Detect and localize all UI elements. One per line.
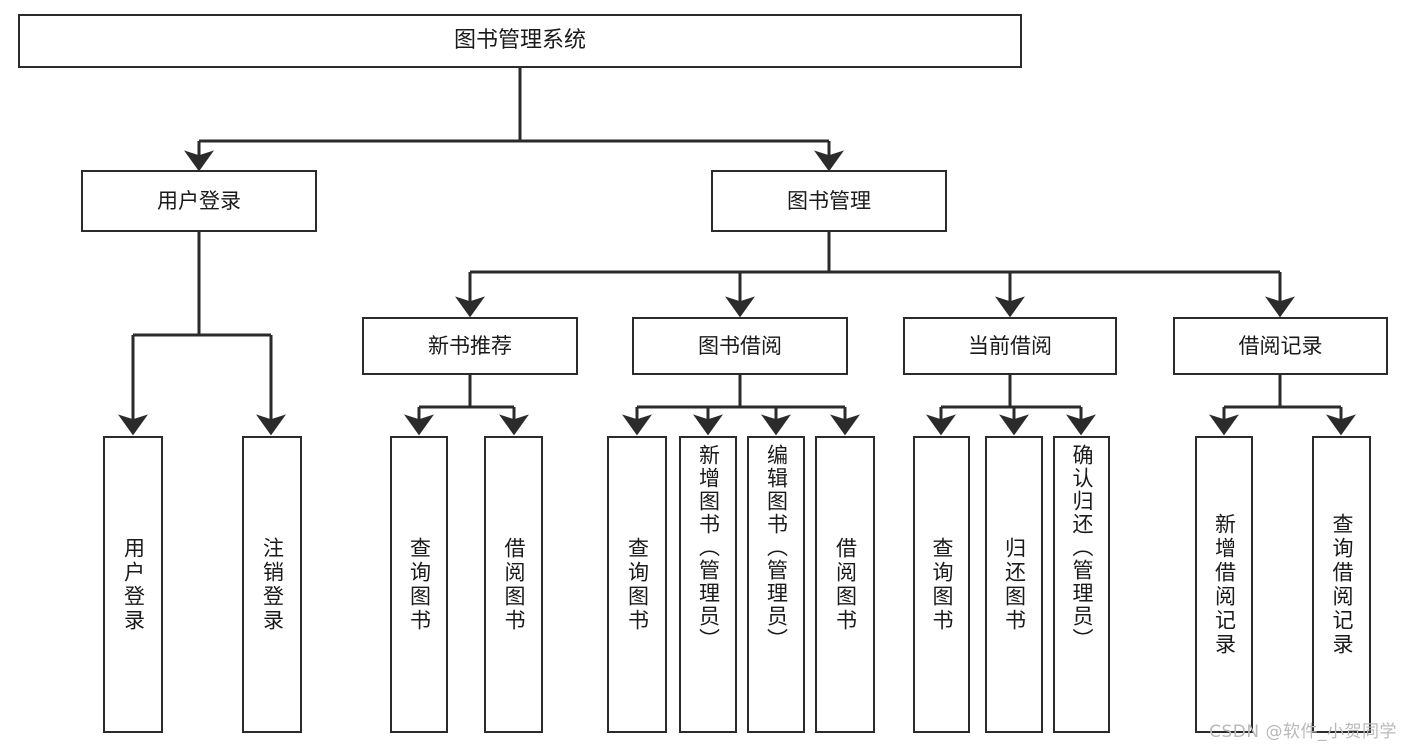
node-label: 图书管理	[787, 188, 871, 213]
node-leaf-query-books-recommend[interactable]: 查询图书	[390, 436, 448, 733]
node-book-management[interactable]: 图书管理	[711, 170, 947, 232]
node-label: 新增图书（管理员）	[696, 444, 721, 651]
node-label: 用户登录	[121, 536, 146, 633]
node-root-system[interactable]: 图书管理系统	[18, 14, 1022, 68]
node-leaf-user-login[interactable]: 用户登录	[103, 436, 163, 733]
node-leaf-return-books[interactable]: 归还图书	[985, 436, 1043, 733]
node-leaf-logout[interactable]: 注销登录	[242, 436, 302, 733]
node-label: 用户登录	[157, 188, 241, 213]
node-leaf-query-books-borrow[interactable]: 查询图书	[607, 436, 667, 733]
node-label: 图书借阅	[698, 333, 782, 358]
node-label: 新增借阅记录	[1212, 512, 1237, 657]
node-label: 查询图书	[625, 536, 650, 633]
node-leaf-add-borrow-record[interactable]: 新增借阅记录	[1195, 436, 1253, 733]
node-current-borrow[interactable]: 当前借阅	[903, 317, 1117, 375]
csdn-watermark: CSDN @软件_小贺同学	[1209, 722, 1397, 742]
node-leaf-borrow-books[interactable]: 借阅图书	[815, 436, 875, 733]
node-label: 借阅图书	[502, 536, 526, 633]
node-leaf-query-books-current[interactable]: 查询图书	[913, 436, 970, 733]
node-label: 查询图书	[407, 536, 432, 633]
node-label: 编辑图书（管理员）	[764, 444, 789, 651]
node-borrow-records[interactable]: 借阅记录	[1173, 317, 1388, 375]
node-label: 借阅图书	[833, 536, 858, 633]
node-label: 查询图书	[930, 536, 954, 633]
node-label: 确认归还（管理员）	[1070, 444, 1094, 651]
node-user-login[interactable]: 用户登录	[81, 170, 317, 232]
node-leaf-confirm-return-admin[interactable]: 确认归还（管理员）	[1053, 436, 1110, 733]
node-label: 查询借阅记录	[1330, 512, 1354, 657]
node-leaf-query-borrow-record[interactable]: 查询借阅记录	[1312, 436, 1371, 733]
node-label: 图书管理系统	[453, 28, 586, 54]
node-label: 借阅记录	[1238, 333, 1323, 358]
node-book-borrow[interactable]: 图书借阅	[632, 317, 848, 375]
node-label: 注销登录	[260, 536, 285, 633]
node-leaf-edit-book-admin[interactable]: 编辑图书（管理员）	[747, 436, 805, 733]
node-label: 当前借阅	[968, 333, 1052, 358]
node-leaf-borrow-books-recommend[interactable]: 借阅图书	[484, 436, 543, 733]
node-label: 归还图书	[1002, 536, 1027, 633]
node-new-book-recommend[interactable]: 新书推荐	[362, 317, 578, 375]
node-leaf-add-book-admin[interactable]: 新增图书（管理员）	[679, 436, 737, 733]
node-label: 新书推荐	[428, 333, 512, 358]
